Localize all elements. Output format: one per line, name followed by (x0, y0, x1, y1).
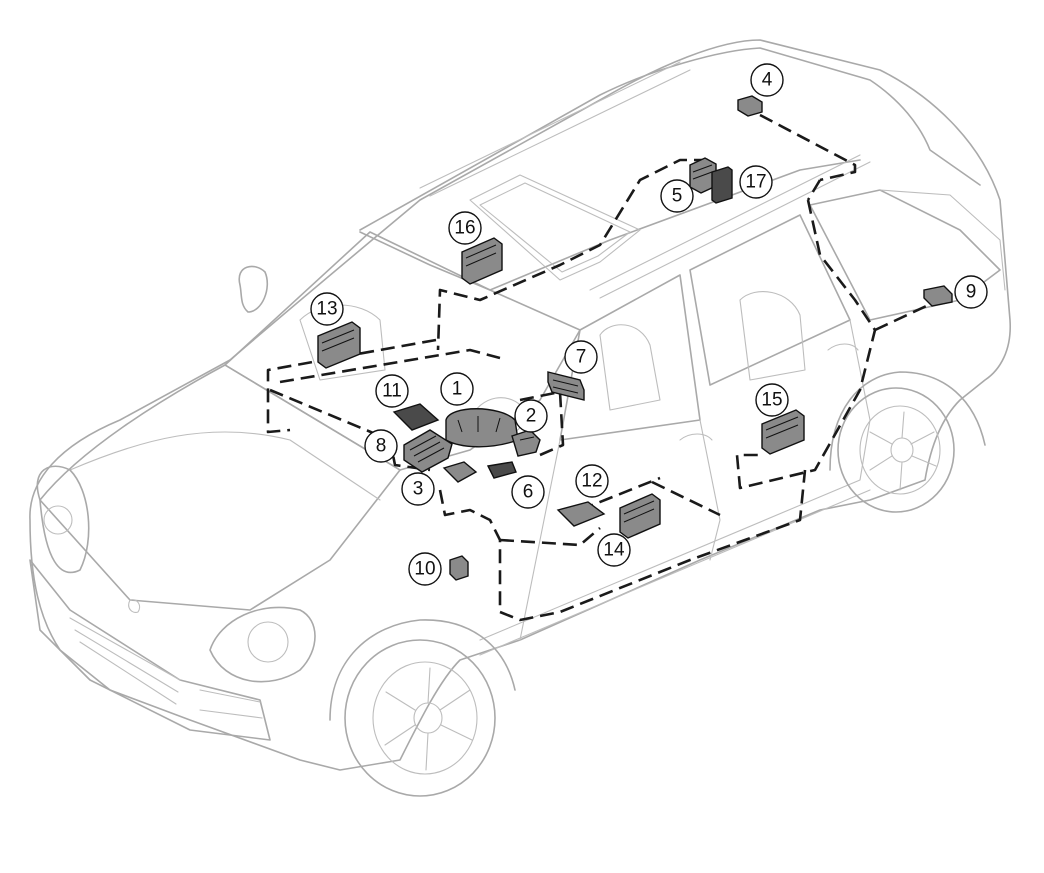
callout-1: 1 (440, 372, 474, 406)
callout-13: 13 (310, 292, 344, 326)
callout-3: 3 (401, 472, 435, 506)
svg-text:12: 12 (581, 471, 602, 492)
module-6 (486, 461, 517, 479)
svg-text:11: 11 (382, 381, 402, 402)
callout-16: 16 (448, 211, 482, 245)
svg-text:10: 10 (414, 559, 435, 580)
module-2 (511, 429, 541, 457)
module-16 (461, 237, 503, 285)
module-12 (556, 501, 606, 527)
callouts: 1 2 3 4 5 6 7 8 9 10 11 12 13 14 15 16 1… (310, 63, 988, 586)
module-11 (392, 403, 440, 431)
callout-4: 4 (750, 63, 784, 97)
module-15 (761, 409, 805, 455)
svg-text:1: 1 (452, 379, 463, 400)
callout-8: 8 (364, 429, 398, 463)
module-13 (317, 321, 361, 369)
module-17 (711, 166, 733, 204)
callout-6: 6 (511, 475, 545, 509)
svg-text:15: 15 (761, 390, 782, 411)
callout-11: 11 (375, 374, 409, 408)
callout-10: 10 (408, 552, 442, 586)
module-9 (923, 285, 953, 307)
svg-text:7: 7 (576, 347, 587, 368)
module-7 (547, 371, 585, 401)
callout-14: 14 (597, 533, 631, 567)
module-8 (403, 429, 453, 473)
callout-17: 17 (739, 165, 773, 199)
svg-text:9: 9 (966, 282, 977, 303)
module-1 (445, 408, 519, 448)
svg-text:4: 4 (762, 70, 773, 91)
module-10 (449, 555, 469, 581)
svg-text:6: 6 (523, 482, 534, 503)
vehicle-outline (29, 39, 1011, 797)
module-14 (619, 493, 661, 539)
svg-text:5: 5 (672, 186, 683, 207)
module-4 (737, 95, 763, 117)
callout-2: 2 (514, 399, 548, 433)
svg-text:2: 2 (526, 406, 537, 427)
callout-12: 12 (575, 464, 609, 498)
callout-9: 9 (954, 275, 988, 309)
svg-text:13: 13 (316, 299, 337, 320)
svg-text:17: 17 (745, 172, 766, 193)
module-3 (442, 461, 478, 483)
control-units (317, 95, 953, 581)
callout-7: 7 (564, 340, 598, 374)
svg-text:3: 3 (413, 479, 424, 500)
svg-text:14: 14 (603, 540, 625, 561)
svg-text:16: 16 (454, 218, 475, 239)
callout-5: 5 (660, 179, 694, 213)
callout-15: 15 (755, 383, 789, 417)
svg-text:8: 8 (376, 436, 387, 457)
